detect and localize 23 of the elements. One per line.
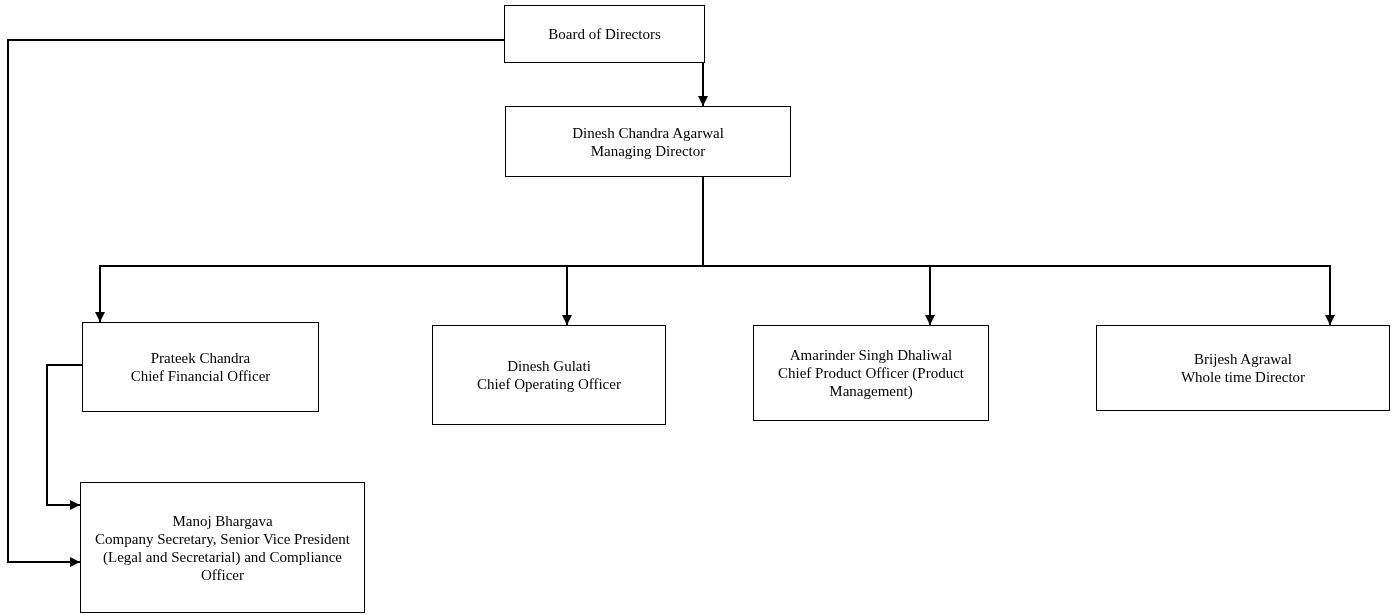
job-title: Whole time Director <box>1180 368 1306 386</box>
org-chart-box <box>753 325 989 421</box>
person-name: Manoj Bhargava <box>172 511 273 530</box>
org-chart-box <box>1096 325 1390 411</box>
arrow <box>46 364 83 510</box>
org-chart-box <box>432 325 666 425</box>
arrow <box>7 39 505 567</box>
org-chart-box <box>505 106 791 177</box>
job-title: Chief Product Officer (Product Management) <box>777 364 965 400</box>
job-title: Chief Operating Officer <box>477 375 621 393</box>
person-name: Prateek Chandra <box>150 349 251 367</box>
person-name: Board of Directors <box>548 25 661 43</box>
org-chart-box <box>504 5 705 63</box>
job-title: Managing Director <box>590 141 706 160</box>
org-chart-box <box>80 482 365 613</box>
job-title: Company Secretary, Senior Vice President (Legal and Secretarial) and Compliance Officer <box>94 529 351 584</box>
job-title: Chief Financial Officer <box>130 367 271 385</box>
person-name: Brijesh Agrawal <box>1194 350 1292 368</box>
arrow <box>698 62 708 107</box>
person-name: Dinesh Chandra Agarwal <box>572 123 724 142</box>
person-name: Amarinder Singh Dhaliwal <box>789 346 953 364</box>
person-name: Dinesh Gulati <box>507 357 591 375</box>
org-chart-box <box>82 322 319 412</box>
